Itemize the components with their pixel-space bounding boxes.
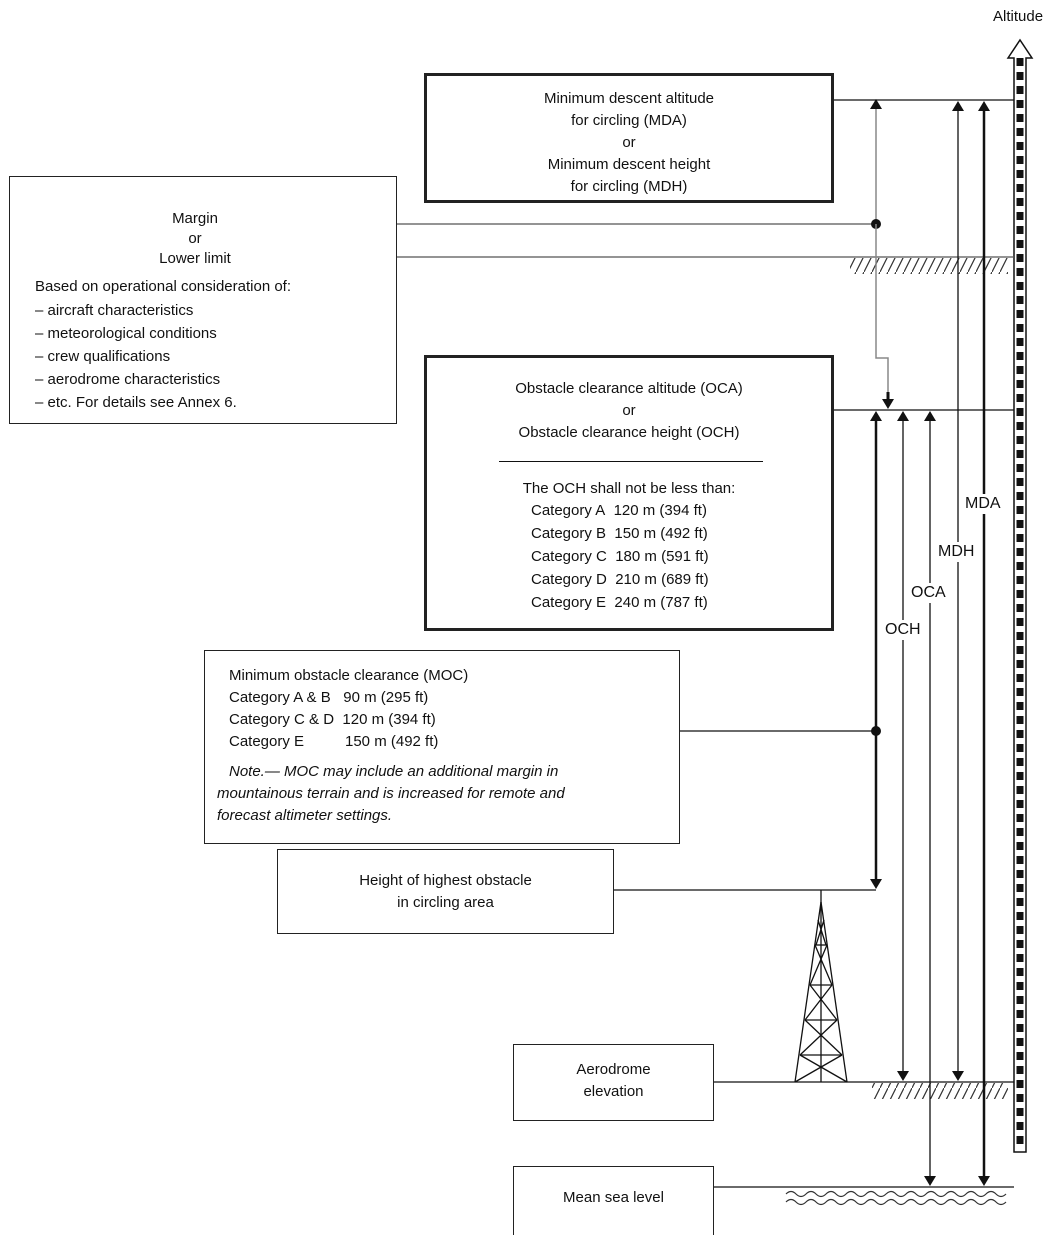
msl-label: Mean sea level: [563, 1189, 664, 1206]
lower-limit-hatch: [850, 258, 1008, 274]
mda-label: MDA: [964, 494, 1002, 514]
och-category: Category C 180 m (591 ft): [531, 548, 709, 565]
oca-title-3: Obstacle clearance height (OCH): [518, 424, 740, 441]
margin-title-2: or: [188, 230, 202, 247]
mda-line-1: Minimum descent altitude: [543, 90, 715, 107]
margin-item: – etc. For details see Annex 6.: [35, 394, 237, 411]
oca-divider: [499, 461, 763, 462]
moc-junction-dot: [871, 726, 881, 736]
mda-line-3: or: [622, 134, 636, 151]
och-category: Category A 120 m (394 ft): [531, 502, 707, 519]
margin-item: – meteorological conditions: [35, 325, 217, 342]
margin-title-1: Margin: [172, 210, 218, 227]
oca-och-box: Obstacle clearance altitude (OCA) or Obs…: [424, 355, 834, 631]
aerodrome-hatch: [872, 1083, 1008, 1099]
moc-row: Category A & B 90 m (295 ft): [229, 689, 429, 706]
obstacle-line-1: Height of highest obstacle: [359, 872, 532, 889]
margin-intro: Based on operational consideration of:: [35, 278, 292, 295]
margin-item: – crew qualifications: [35, 348, 171, 365]
altitude-axis-label: Altitude: [993, 8, 1044, 25]
och-category: Category B 150 m (492 ft): [531, 525, 708, 542]
moc-box: Minimum obstacle clearance (MOC) Categor…: [204, 650, 680, 844]
mda-line-5: for circling (MDH): [570, 178, 688, 195]
moc-title: Minimum obstacle clearance (MOC): [229, 667, 469, 684]
mdh-label: MDH: [937, 542, 976, 562]
moc-note-1: Note.— MOC may include an additional mar…: [229, 763, 559, 780]
moc-note-2: mountainous terrain and is increased for…: [217, 785, 565, 802]
moc-row: Category C & D 120 m (394 ft): [229, 711, 436, 728]
aerodrome-box: Aerodrome elevation: [513, 1044, 714, 1121]
obstacle-box: Height of highest obstacle in circling a…: [277, 849, 614, 934]
mda-line-4: Minimum descent height: [547, 156, 711, 173]
obstacle-line-2: in circling area: [397, 894, 494, 911]
margin-item: – aircraft characteristics: [35, 302, 194, 319]
och-category: Category D 210 m (689 ft): [531, 571, 709, 588]
margin-title-3: Lower limit: [10, 248, 380, 270]
oca-label: OCA: [910, 583, 947, 603]
och-intro: The OCH shall not be less than:: [522, 480, 736, 497]
mda-line-2: for circling (MDA): [571, 112, 687, 129]
margin-box: Margin or Lower limit Based on operation…: [9, 176, 397, 424]
sea-waves: [785, 1190, 1007, 1206]
margin-lower-connector: [875, 224, 889, 402]
oca-title-1: Obstacle clearance altitude (OCA): [515, 380, 743, 397]
obstacle-tower-icon: [794, 890, 848, 1083]
och-category: Category E 240 m (787 ft): [531, 594, 708, 611]
och-label: OCH: [884, 620, 922, 640]
msl-box: Mean sea level: [513, 1166, 714, 1235]
moc-note-3: forecast altimeter settings.: [217, 807, 393, 824]
mda-mdh-box: Minimum descent altitude for circling (M…: [424, 73, 834, 203]
altitude-axis: [1006, 38, 1034, 1153]
aerodrome-line-1: Aerodrome: [576, 1061, 651, 1078]
margin-item: – aerodrome characteristics: [35, 371, 221, 388]
aerodrome-line-2: elevation: [583, 1083, 644, 1100]
oca-title-2: or: [622, 402, 636, 419]
